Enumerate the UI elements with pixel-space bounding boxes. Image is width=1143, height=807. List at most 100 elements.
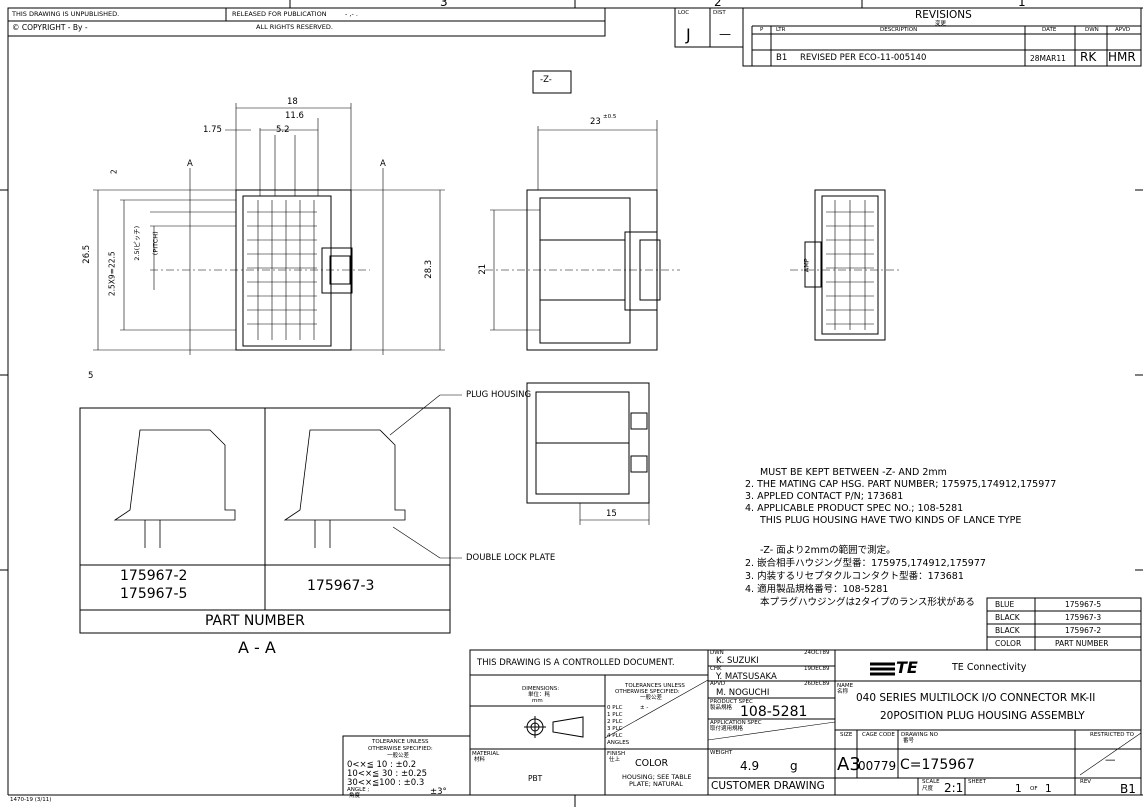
unpublished-note: THIS DRAWING IS UNPUBLISHED. (12, 10, 120, 18)
dim-15: 15 (606, 509, 617, 519)
dim-2-5-pitch: 2.5(ピッチ) (133, 225, 142, 261)
rev-col-description: DESCRIPTION (880, 27, 918, 33)
plc-value: ± - (640, 705, 649, 711)
material-jp: 材料 (474, 757, 486, 763)
rev-ltr: B1 (776, 53, 788, 63)
copyright-note: © COPYRIGHT - By - (12, 23, 88, 32)
restricted-label: RESTRICTED TO (1090, 732, 1134, 738)
part-number-left-1: 175967-2 (120, 568, 188, 584)
section-view-label: A - A (238, 638, 276, 657)
drawn-date: 24OCT89 (804, 650, 830, 656)
sheet-of: OF (1030, 786, 1038, 792)
sheet-label: SHEET (968, 779, 986, 785)
zone-label: 2 (714, 0, 722, 9)
rev-date: 28MAR11 (1030, 54, 1066, 63)
scale-label: SCALE (922, 779, 940, 785)
dim-pitch-label: (PITCH) (151, 231, 160, 256)
rights-reserved: ALL RIGHTS RESERVED. (256, 23, 333, 31)
name-label: NAME (837, 683, 854, 689)
color-header: COLOR (995, 639, 1022, 648)
application-spec-jp: 取付適用規格 (710, 726, 744, 732)
section-mark-a: A (380, 159, 386, 169)
dim-18: 18 (287, 97, 298, 107)
approved-by: M. NOGUCHI (716, 688, 770, 698)
material-value: PBT (528, 774, 543, 783)
approved-date: 26DEC89 (804, 681, 830, 687)
zone-label: 3 (440, 0, 448, 9)
callout-double-lock-plate: DOUBLE LOCK PLATE (466, 553, 556, 563)
finish-plate: PLATE; NATURAL (629, 780, 683, 788)
note-3: 3. APPLED CONTACT P/N; 173681 (745, 491, 904, 502)
zone-label: 1 (1018, 0, 1026, 9)
dwn-label: DWN (710, 650, 724, 656)
dim-1-75: 1.75 (203, 125, 222, 135)
tolerance-title-jp: 一般公差 (387, 753, 410, 759)
part-number-cell: 175967-2 (1065, 626, 1102, 635)
revisions-title: REVISIONS (915, 9, 972, 21)
plc-label: 0 PLC (607, 705, 623, 711)
section-mark-a: A (187, 159, 193, 169)
rev-dwn: RK (1080, 50, 1097, 64)
product-spec: 108-5281 (740, 704, 808, 720)
weight-value: 4.9 (740, 759, 760, 773)
finish-label: FINISH (607, 751, 626, 757)
part-number-cell: 175967-5 (1065, 600, 1102, 609)
part-number-right: 175967-3 (307, 578, 375, 594)
product-spec-jp: 製品規格 (710, 705, 733, 711)
angle-value: ±3° (430, 787, 447, 797)
controlled-document: THIS DRAWING IS A CONTROLLED DOCUMENT. (477, 658, 675, 668)
weight-unit: g (790, 759, 798, 773)
customer-drawing: CUSTOMER DRAWING (711, 780, 825, 792)
note-5: THIS PLUG HOUSING HAVE TWO KINDS OF LANC… (760, 515, 1022, 526)
plc-label: 1 PLC (607, 712, 623, 718)
rev-col-date: DATE (1042, 27, 1057, 33)
revision-value: B1 (1120, 782, 1136, 796)
released-value: - ,- . (345, 10, 358, 18)
apvd-label: APVD (710, 681, 726, 687)
finish-housing: HOUSING; SEE TABLE (622, 773, 692, 781)
rev-col-p: P (760, 27, 764, 33)
note-1: MUST BE KEPT BETWEEN -Z- AND 2mm (760, 467, 947, 478)
dimensions-unit: mm (532, 698, 543, 704)
rev-col-dwn: DWN (1085, 27, 1099, 33)
drawing-number: C=175967 (900, 757, 975, 773)
chk-label: CHK (710, 666, 722, 672)
checked-date: 19DEC89 (804, 666, 830, 672)
angle-label: ANGLE ; (347, 787, 370, 793)
drawing-no-jp: 番号 (903, 738, 915, 744)
note-jp-5: 本プラグハウジングは2タイプのランス形状がある (760, 597, 975, 608)
drawing-title-line1: 040 SERIES MULTILOCK I/O CONNECTOR MK-II (856, 692, 1096, 704)
drawing-no-label: DRAWING NO (901, 732, 938, 738)
amp-marking: AMP (802, 258, 811, 273)
angles-label: ANGLES (607, 740, 630, 746)
dim-21: 21 (478, 263, 489, 275)
dim-26-5: 26.5 (82, 244, 93, 264)
dist-value: — (719, 27, 731, 41)
revisions-title-jp: 変更 (935, 21, 947, 27)
loc-label: LOC (678, 10, 690, 16)
tolerance-row: 0<×≦ 10 : ±0.2 (347, 760, 417, 770)
rev-description: REVISED PER ECO-11-005140 (800, 53, 927, 63)
color-cell: BLACK (995, 626, 1020, 635)
sheet-total: 1 (1045, 783, 1052, 795)
rev-col-ltr: LTR (776, 27, 786, 33)
dim-23: 23 (590, 117, 601, 127)
plc-label: 3 PLC (607, 726, 623, 732)
part-number-left-2: 175967-5 (120, 586, 188, 602)
dimensions-label: DIMENSIONS: (522, 686, 560, 692)
cage-code-label: CAGE CODE (862, 732, 895, 738)
rev-apvd: HMR (1108, 50, 1136, 64)
note-4: 4. APPLICABLE PRODUCT SPEC NO.; 108-5281 (745, 503, 964, 514)
note-2: 2. THE MATING CAP HSG. PART NUMBER; 1759… (745, 479, 1057, 490)
plc-label: 2 PLC (607, 719, 623, 725)
note-jp-2: 2. 嵌合相手ハウジング型番：175975,174912,175977 (745, 558, 986, 569)
application-spec-label: APPLICATION SPEC (710, 720, 762, 726)
tolerance-row: 30<×≦100 : ±0.3 (347, 778, 425, 788)
tolerances-label: TOLERANCES UNLESS (625, 683, 685, 689)
rev-col-apvd: APVD (1115, 27, 1131, 33)
form-number: 1470-19 (3/11) (10, 797, 52, 803)
tolerance-row: 10<×≦ 30 : ±0.25 (347, 769, 428, 779)
company-name: TE Connectivity (952, 662, 1027, 673)
color-cell: BLACK (995, 613, 1020, 622)
